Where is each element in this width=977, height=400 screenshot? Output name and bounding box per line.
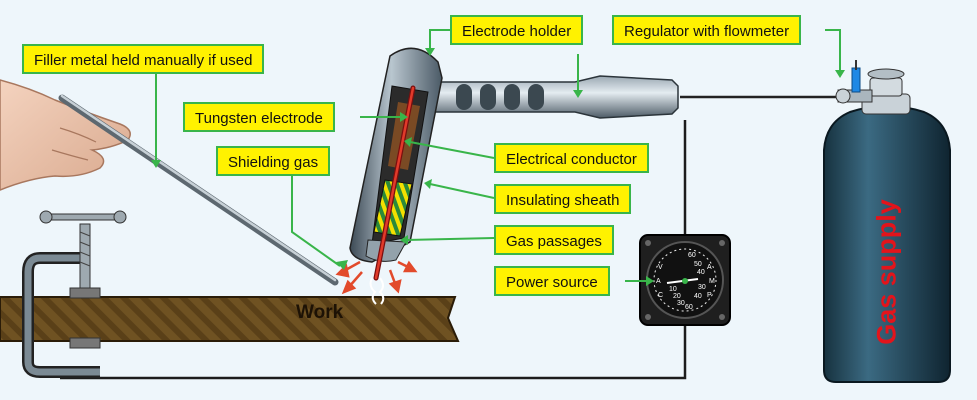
meter-top-50: 50 xyxy=(694,261,702,268)
valve-icon xyxy=(835,60,905,104)
circuit-wire xyxy=(60,120,687,380)
label-power-source: Power source xyxy=(494,266,610,296)
label-electrode-holder: Electrode holder xyxy=(450,15,584,45)
meter-bottom-10: 10 xyxy=(669,286,677,293)
label-filler-metal: Filler metal held manually if used xyxy=(22,44,265,74)
filler-rod xyxy=(58,94,339,286)
gas-supply-label: Gas supply xyxy=(871,199,902,345)
hand-icon xyxy=(0,79,131,191)
filler-rod-highlight xyxy=(60,94,337,282)
work-label: Work xyxy=(296,302,344,323)
leader-arrowheads xyxy=(151,48,845,286)
meter-top-40: 40 xyxy=(697,269,705,276)
arc-spark-2 xyxy=(378,277,385,305)
meter-right-m: M xyxy=(709,278,715,285)
meter-bottom-20: 20 xyxy=(673,293,681,300)
meter-left-c: C xyxy=(658,292,663,299)
meter-right-a: A xyxy=(707,264,712,271)
c-clamp-icon xyxy=(22,210,127,378)
label-shielding-gas: Shielding gas xyxy=(216,146,331,176)
meter-bottom-40: 40 xyxy=(694,293,702,300)
leader-lines xyxy=(155,29,841,282)
meter-left-v: V xyxy=(658,264,663,271)
meter-bottom-30: 30 xyxy=(677,300,685,307)
label-insulating-sheath: Insulating sheath xyxy=(494,184,632,214)
gas-cylinder-icon xyxy=(823,93,951,383)
label-tungsten-electrode: Tungsten electrode xyxy=(183,102,335,132)
gauge-icon xyxy=(639,234,731,326)
meter-top-30: 30 xyxy=(698,284,706,291)
arc-spark xyxy=(369,277,377,305)
work-piece xyxy=(0,296,460,342)
meter-bottom-60: 60 xyxy=(685,304,693,311)
torch-icon xyxy=(349,47,679,281)
meter-top-60: 60 xyxy=(688,252,696,259)
shielding-gas-arrows xyxy=(335,260,418,295)
meter-left-a: A xyxy=(656,278,661,285)
meter-right-p: P xyxy=(707,292,712,299)
label-gas-passages: Gas passages xyxy=(494,225,614,255)
meter-scale: V A C A M P 60 50 40 30 10 20 30 40 60 xyxy=(656,252,715,311)
label-regulator: Regulator with flowmeter xyxy=(612,15,802,45)
label-electrical-conductor: Electrical conductor xyxy=(494,143,649,173)
